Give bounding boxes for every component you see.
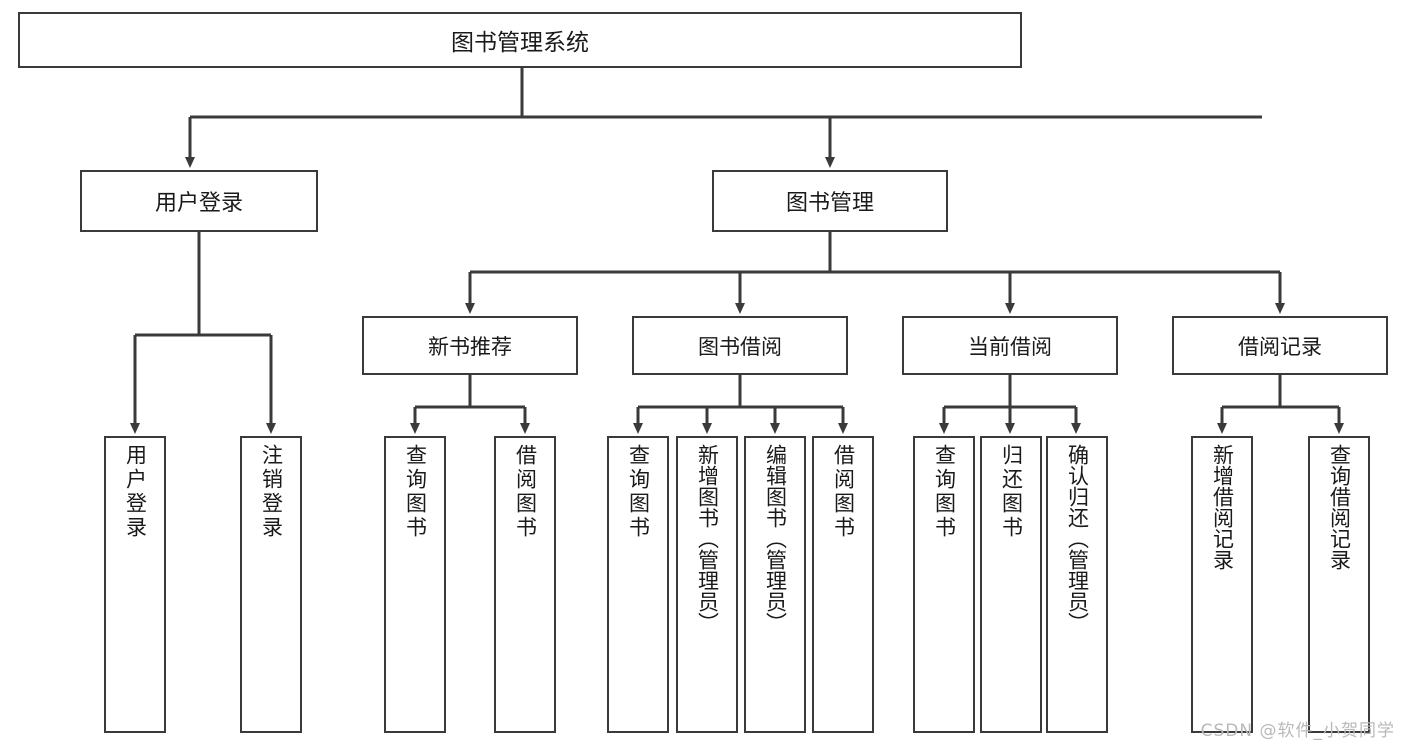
leaf-new-book-query[interactable]: 查询图书 [384, 436, 446, 733]
node-new-book-recommend-label: 新书推荐 [428, 334, 512, 359]
node-user-login-label: 用户登录 [154, 191, 243, 216]
leaf-label: 查询图书 [626, 444, 651, 540]
leaf-borrow-record-query[interactable]: 查询借阅记录 [1308, 436, 1370, 733]
leaf-book-borrow-borrow[interactable]: 借阅图书 [812, 436, 874, 733]
leaf-label: 编辑图书（管理员） [763, 444, 788, 633]
leaf-label: 用户登录 [123, 444, 148, 540]
leaf-label: 新增借阅记录 [1210, 444, 1235, 570]
node-root-label: 图书管理系统 [451, 30, 589, 56]
node-borrow-record-label: 借阅记录 [1238, 334, 1322, 359]
leaf-borrow-record-add[interactable]: 新增借阅记录 [1191, 436, 1253, 733]
leaf-user-login-login[interactable]: 用户登录 [104, 436, 166, 733]
leaf-label: 查询借阅记录 [1327, 444, 1352, 570]
watermark-text: CSDN @软件_小贺同学 [1200, 721, 1395, 741]
leaf-label: 注销登录 [259, 444, 284, 540]
leaf-book-borrow-query[interactable]: 查询图书 [607, 436, 669, 733]
node-book-management[interactable]: 图书管理 [712, 170, 948, 232]
leaf-label: 确认归还（管理员） [1065, 444, 1090, 633]
leaf-new-book-borrow[interactable]: 借阅图书 [494, 436, 556, 733]
node-user-login[interactable]: 用户登录 [80, 170, 318, 232]
leaf-label: 归还图书 [999, 444, 1024, 540]
node-current-borrow-label: 当前借阅 [968, 334, 1052, 359]
leaf-label: 查询图书 [403, 444, 428, 540]
leaf-book-borrow-edit[interactable]: 编辑图书（管理员） [744, 436, 806, 733]
node-book-borrow-label: 图书借阅 [698, 334, 782, 359]
node-borrow-record[interactable]: 借阅记录 [1172, 316, 1388, 375]
node-book-management-label: 图书管理 [785, 191, 874, 216]
node-root[interactable]: 图书管理系统 [18, 12, 1022, 68]
leaf-label: 新增图书（管理员） [695, 444, 720, 633]
node-book-borrow[interactable]: 图书借阅 [632, 316, 848, 375]
leaf-current-borrow-query[interactable]: 查询图书 [913, 436, 975, 733]
leaf-label: 借阅图书 [831, 444, 856, 540]
leaf-label: 查询图书 [932, 444, 957, 540]
leaf-current-borrow-return[interactable]: 归还图书 [980, 436, 1042, 733]
leaf-book-borrow-add[interactable]: 新增图书（管理员） [676, 436, 738, 733]
node-new-book-recommend[interactable]: 新书推荐 [362, 316, 578, 375]
node-current-borrow[interactable]: 当前借阅 [902, 316, 1118, 375]
leaf-user-login-logout[interactable]: 注销登录 [240, 436, 302, 733]
leaf-current-borrow-confirm-return[interactable]: 确认归还（管理员） [1046, 436, 1108, 733]
leaf-label: 借阅图书 [513, 444, 538, 540]
